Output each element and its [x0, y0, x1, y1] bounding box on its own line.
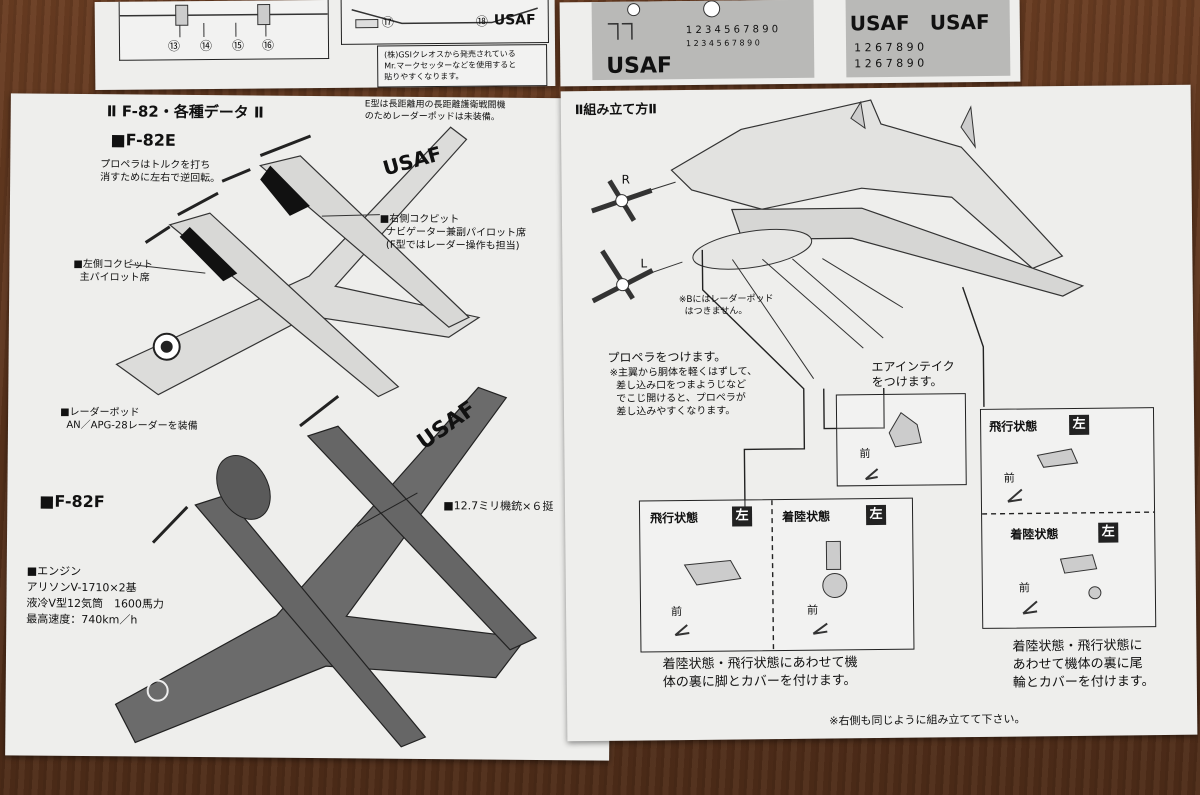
- decal-digits-row-3: 1 2 6 7 8 9 0: [853, 40, 925, 55]
- gear-flight-left-badge: 左: [731, 506, 753, 527]
- front-label-gear-2: 前: [806, 603, 819, 617]
- wing-parts-box: ⑬ ⑭ ⑮ ⑯: [118, 0, 330, 61]
- same-right-note: ※右側も同じように組み立てて下さい。: [829, 712, 1026, 728]
- front-label-tail-1: 前: [1003, 471, 1015, 485]
- gear-landing-label: 着陸状態: [782, 509, 831, 525]
- decal-digits-row-1: 1 2 3 4 5 6 7 8 9 0: [685, 24, 779, 37]
- propeller-r: [591, 179, 676, 222]
- decal-digits-row-2: 1 2 3 4 5 6 7 8 9 0: [685, 38, 760, 49]
- front-label-intake: 前: [859, 447, 871, 461]
- decal-sheet-b: USAF USAF 1 2 6 7 8 9 0 1 2 6 7 8 9 0: [845, 0, 1011, 78]
- decal-tip-note: (株)GSIクレオスから発売されている Mr.マークセッターなどを使用すると 貼…: [384, 49, 517, 82]
- right-cockpit-note: ■右側コクピット ナビゲーター兼副パイロット席 (F型ではレーダー操作も担当): [379, 213, 527, 252]
- decal-digits-row-4: 1 2 6 7 8 9 0: [854, 56, 925, 71]
- gear-step-note: 着陸状態・飛行状態にあわせて機 体の裏に脚とカバーを付けます。: [662, 655, 858, 691]
- decal-usaf-right-2: USAF: [929, 9, 990, 35]
- decal-usaf-big: USAF: [606, 53, 673, 79]
- gear-flight-label: 飛行状態: [650, 510, 699, 526]
- usaf-small-label: USAF: [493, 12, 536, 29]
- f82f-illustration: [114, 386, 538, 748]
- wing-diagram: [119, 3, 328, 38]
- engine-specs: ■エンジン アリソンV-1710×2基 液冷V型12気筒 1600馬力 最高速度…: [26, 564, 165, 627]
- landing-gear-box: 飛行状態 左 着陸状態 左 前 前: [638, 497, 915, 653]
- propeller-r-label: R: [621, 172, 630, 187]
- landing-gear-art: [674, 500, 848, 651]
- intake-step-box: 前: [835, 393, 967, 487]
- decal-sheet-a-art: [607, 0, 721, 40]
- decal-usaf-right-1: USAF: [849, 10, 910, 36]
- aircraft-assembly-illustration: [670, 99, 1085, 510]
- tail-diagram: [351, 7, 538, 29]
- front-label-tail-2: 前: [1018, 581, 1030, 595]
- propeller-l: [591, 249, 683, 304]
- left-cockpit-note: ■左側コクピット 主パイロット席: [73, 258, 153, 284]
- decal-tip-note-box: (株)GSIクレオスから発売されている Mr.マークセッターなどを使用すると 貼…: [377, 44, 548, 88]
- radar-pod-note: ■レーダーポッド AN／APG-28レーダーを装備: [59, 406, 198, 433]
- machine-gun-note: ■12.7ミリ機銃×６挺: [443, 499, 554, 514]
- f82-data-sheet: Ⅱ F-82・各種データ Ⅱ E型は長距離用の長距離護衛戦闘機 のためレーダーポ…: [5, 93, 615, 761]
- assembly-diagram: [591, 99, 1085, 510]
- assembly-sheet: Ⅱ組み立て方Ⅱ R L ※Bにはレーダーポッド はつきません。 プ: [560, 84, 1198, 742]
- decal-number-14: ⑭: [199, 38, 213, 54]
- tail-step-note: 着陸状態・飛行状態に あわせて機体の裏に尾 輪とカバーを付けます。: [1012, 638, 1155, 691]
- decal-number-18: ⑱: [475, 14, 488, 29]
- top-left-sheet: ⑬ ⑭ ⑮ ⑯ ⑰ ⑱ USAF (株)GSIクレオスから発売されている Mr.…: [94, 0, 556, 91]
- gear-landing-left-badge: 左: [865, 504, 887, 526]
- tail-landing-left-badge: 左: [1098, 522, 1119, 543]
- decal-number-15: ⑮: [231, 38, 245, 53]
- front-label-gear-1: 前: [671, 605, 683, 619]
- propeller-l-label: L: [640, 256, 648, 271]
- b-type-note: ※Bにはレーダーポッド はつきません。: [678, 294, 774, 318]
- tail-flight-label: 飛行状態: [989, 419, 1038, 434]
- decal-number-13: ⑬: [167, 39, 181, 54]
- intake-part-art: [865, 412, 922, 481]
- tail-parts-box: ⑰ ⑱ USAF: [340, 0, 550, 45]
- decal-number-16: ⑯: [261, 38, 275, 53]
- aircraft-illustrations: [114, 126, 538, 748]
- f82f-label: ■F-82F: [39, 491, 105, 512]
- tail-wheel-art: [982, 448, 1155, 615]
- tail-flight-left-badge: 左: [1069, 414, 1090, 436]
- intake-step-label: エアインテイク をつけます。: [871, 359, 955, 390]
- tail-landing-label: 着陸状態: [1010, 527, 1059, 542]
- f82e-illustration: [115, 126, 481, 398]
- decal-sheet-a: 1 2 3 4 5 6 7 8 9 0 1 2 3 4 5 6 7 8 9 0 …: [591, 0, 815, 81]
- tail-wheel-box: 飛行状態 左 着陸状態 左 前 前: [979, 407, 1157, 629]
- propeller-step-note: ※主翼から胴体を軽くはずして、 差し込み口をつまようじなど でこじ開けると、プロ…: [609, 366, 758, 418]
- decal-number-17: ⑰: [381, 15, 394, 30]
- propeller-step-label: プロペラをつけます。: [607, 349, 727, 365]
- top-right-sheet: 1 2 3 4 5 6 7 8 9 0 1 2 3 4 5 6 7 8 9 0 …: [559, 0, 1021, 87]
